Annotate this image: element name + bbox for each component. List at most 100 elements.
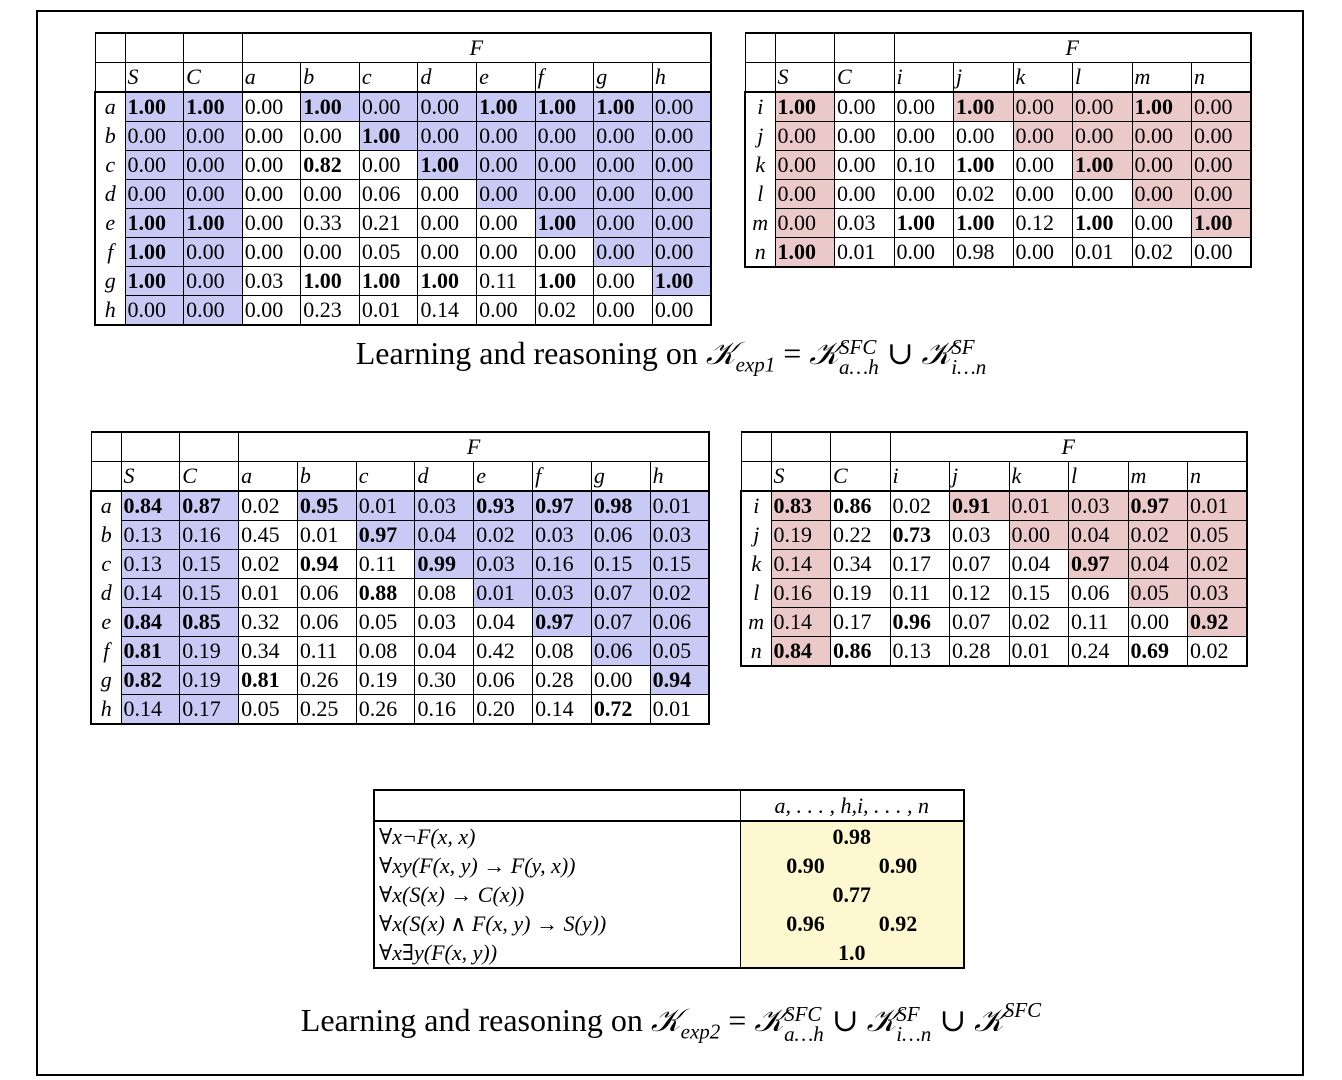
column-header-d: d bbox=[414, 461, 475, 492]
value-cell: 1.00 bbox=[774, 91, 835, 122]
value-cell: 0.00 bbox=[651, 150, 713, 180]
value-cell: 0.94 bbox=[649, 665, 711, 695]
value-cell: 0.45 bbox=[238, 520, 298, 550]
value-cell: 1.00 bbox=[534, 208, 595, 238]
value-cell: 0.00 bbox=[1131, 150, 1192, 180]
value-cell: 1.00 bbox=[1131, 91, 1192, 122]
value-cell: 0.00 bbox=[1131, 121, 1192, 151]
value-cell: 0.16 bbox=[414, 694, 475, 725]
value-cell: 0.98 bbox=[953, 237, 1014, 268]
column-header-n: n bbox=[1187, 461, 1249, 492]
row-label: i bbox=[744, 92, 776, 122]
value-cell: 0.97 bbox=[1127, 490, 1188, 521]
value-cell: 0.00 bbox=[1012, 91, 1073, 122]
row-label: m bbox=[744, 208, 776, 238]
column-header-b: b bbox=[300, 62, 360, 93]
value-cell: 1.00 bbox=[358, 121, 419, 151]
value-cell: 0.00 bbox=[300, 179, 360, 209]
value-cell: 0.34 bbox=[238, 636, 298, 666]
value-cell: 0.21 bbox=[358, 208, 419, 238]
column-header-k: k bbox=[1012, 62, 1073, 93]
value-cell: 0.26 bbox=[296, 665, 357, 695]
value-cell: 0.00 bbox=[893, 91, 954, 122]
value-cell: 0.12 bbox=[1012, 208, 1073, 238]
header-blank-cell bbox=[183, 32, 243, 63]
row-label: g bbox=[94, 266, 126, 296]
value-cell: 0.97 bbox=[532, 490, 592, 521]
figure-frame bbox=[36, 10, 1304, 1076]
value-cell: 0.00 bbox=[241, 121, 302, 151]
caption-exp1-eq: = bbox=[783, 335, 802, 371]
row-label: m bbox=[740, 607, 772, 637]
caption-exp2-cup2: ∪ bbox=[939, 1002, 967, 1038]
value-cell: 0.02 bbox=[1131, 237, 1192, 268]
value-cell: 0.14 bbox=[770, 549, 831, 579]
value-cell: 0.69 bbox=[1127, 636, 1188, 667]
value-cell: 0.83 bbox=[770, 490, 831, 521]
value-cell: 0.00 bbox=[476, 179, 536, 209]
column-header-S: S bbox=[124, 62, 185, 93]
caption-exp1-sub: exp1 bbox=[735, 352, 776, 377]
value-cell: 0.01 bbox=[649, 694, 711, 725]
value-cell: 0.00 bbox=[774, 150, 835, 180]
header-corner-cell bbox=[744, 62, 776, 93]
value-cell: 1.00 bbox=[300, 266, 360, 296]
value-cell: 0.72 bbox=[590, 694, 651, 725]
value-cell: 0.16 bbox=[770, 578, 831, 608]
header-blank-cell bbox=[179, 431, 240, 462]
value-cell: 0.98 bbox=[590, 490, 651, 521]
bottom_left-f-header: F bbox=[238, 431, 711, 462]
column-header-C: C bbox=[179, 461, 240, 492]
value-cell: 0.00 bbox=[1012, 121, 1073, 151]
value-cell: 0.00 bbox=[1072, 121, 1133, 151]
column-header-i: i bbox=[889, 461, 950, 492]
value-cell: 0.00 bbox=[417, 237, 478, 267]
value-cell: 0.97 bbox=[1068, 549, 1129, 579]
value-cell: 0.02 bbox=[534, 295, 595, 326]
value-cell: 0.01 bbox=[296, 520, 357, 550]
value-cell: 0.32 bbox=[238, 607, 298, 637]
value-cell: 1.00 bbox=[893, 208, 954, 238]
value-cell: 0.11 bbox=[355, 549, 416, 579]
row-label: e bbox=[94, 208, 126, 238]
value-cell: 0.00 bbox=[124, 179, 185, 209]
value-cell: 0.06 bbox=[296, 607, 357, 637]
value-cell: 0.97 bbox=[532, 607, 592, 637]
row-label: j bbox=[744, 121, 776, 151]
caption-exp2-text: Learning and reasoning on bbox=[300, 1002, 643, 1038]
value-cell: 0.14 bbox=[120, 578, 181, 608]
caption-exp1-b-sup: SF bbox=[951, 334, 975, 359]
axioms-header-label: a, . . . , h,i, . . . , n bbox=[739, 789, 965, 822]
column-header-S: S bbox=[120, 461, 181, 492]
value-cell: 0.00 bbox=[593, 150, 653, 180]
row-label: n bbox=[740, 636, 772, 667]
value-cell: 0.00 bbox=[358, 150, 419, 180]
column-header-f: f bbox=[534, 62, 595, 93]
header-blank-cell bbox=[740, 431, 772, 462]
value-cell: 0.04 bbox=[1127, 549, 1188, 579]
value-cell: 0.14 bbox=[417, 295, 478, 326]
axiom-value-2: 0.90 bbox=[878, 853, 918, 878]
value-cell: 0.88 bbox=[355, 578, 416, 608]
column-header-g: g bbox=[590, 461, 651, 492]
value-cell: 0.25 bbox=[296, 694, 357, 725]
value-cell: 0.97 bbox=[355, 520, 416, 550]
value-cell: 0.13 bbox=[120, 549, 181, 579]
column-header-k: k bbox=[1008, 461, 1069, 492]
row-label: b bbox=[94, 121, 126, 151]
header-blank-cell bbox=[830, 431, 891, 462]
row-label: h bbox=[94, 295, 126, 326]
value-cell: 0.86 bbox=[830, 636, 891, 667]
axiom-value-cell: 0.98 bbox=[739, 821, 965, 851]
value-cell: 0.02 bbox=[473, 520, 534, 550]
bottom_right-f-header: F bbox=[889, 431, 1249, 462]
value-cell: 0.04 bbox=[473, 607, 534, 637]
